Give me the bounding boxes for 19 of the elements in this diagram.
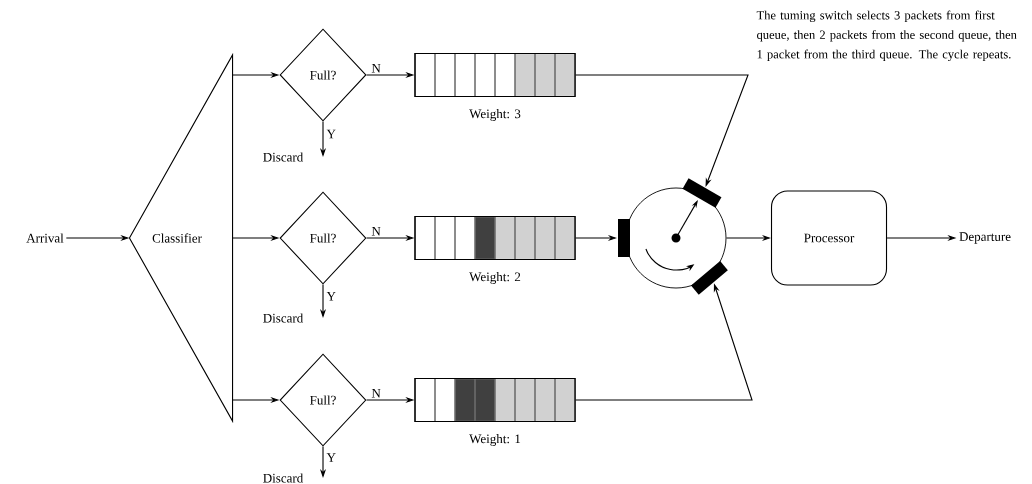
queue-box xyxy=(414,52,576,98)
node-label: Discard xyxy=(263,152,304,162)
edge-label: Y xyxy=(326,453,336,462)
node-label: Discard xyxy=(263,473,304,483)
edge-label: N xyxy=(371,226,381,236)
edge-label: Y xyxy=(326,129,336,139)
node-label: Arrival xyxy=(26,233,64,243)
edge-label: Y xyxy=(326,292,336,301)
node-label: Discard xyxy=(263,313,304,323)
queue-box xyxy=(414,377,576,423)
node-label: Departure xyxy=(959,232,1011,244)
note-text: The tuming switch selects 3 packets from first queue, then 2 packets from the second queue, then 1 packet from the third queue. The cycle repeats. xyxy=(756,10,1017,62)
edge-label: N xyxy=(371,63,381,73)
edge-label: N xyxy=(371,388,381,398)
weight-label: Weight: 1 xyxy=(469,434,521,446)
weight-label: Weight: 2 xyxy=(469,272,521,284)
queue-box xyxy=(414,215,576,261)
weight-label: Weight: 3 xyxy=(469,109,521,121)
process-box: Processor xyxy=(770,190,888,286)
